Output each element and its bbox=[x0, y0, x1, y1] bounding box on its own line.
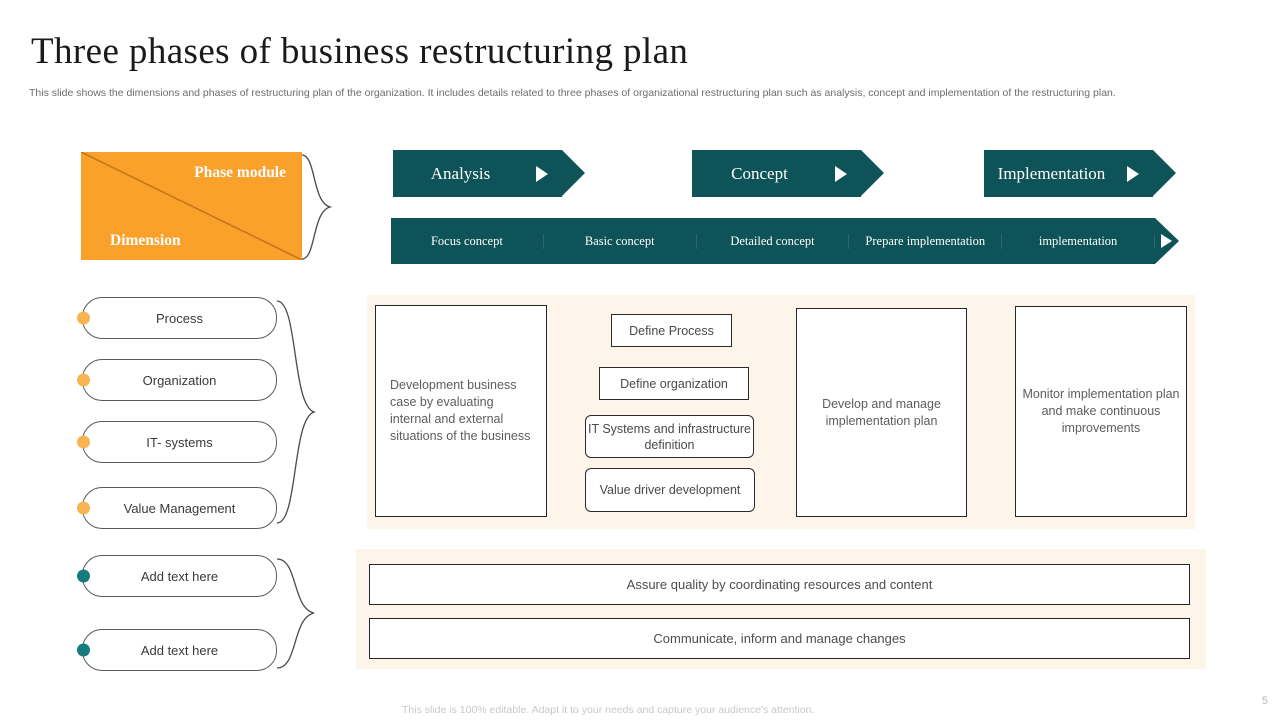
bullet-dot-icon bbox=[77, 311, 90, 325]
dimension-pill-label: IT- systems bbox=[146, 434, 213, 450]
concept-item-it-systems[interactable]: IT Systems and infrastructure definition bbox=[585, 415, 754, 458]
phase-module-dimension-box: Phase module Dimension bbox=[81, 152, 302, 260]
phase-arrow-analysis[interactable]: Analysis bbox=[393, 150, 585, 197]
dimension-pill-it-systems[interactable]: IT- systems bbox=[77, 421, 277, 463]
cross-phase-bar-assure-quality: Assure quality by coordinating resources… bbox=[369, 564, 1190, 605]
sub-phase-bar: Focus concept Basic concept Detailed con… bbox=[391, 218, 1179, 264]
phase-arrow-label: Implementation bbox=[997, 163, 1106, 183]
phase-arrow-label: Analysis bbox=[430, 163, 491, 183]
concept-item-define-process[interactable]: Define Process bbox=[611, 314, 732, 347]
dimension-pill-label: Value Management bbox=[123, 500, 236, 516]
sub-phase-focus-concept[interactable]: Focus concept bbox=[391, 233, 544, 249]
dimension-pill-value-management[interactable]: Value Management bbox=[77, 487, 277, 529]
dimension-label: Dimension bbox=[110, 232, 181, 249]
cross-phase-bar-communicate: Communicate, inform and manage changes bbox=[369, 618, 1190, 659]
monitor-plan-box: Monitor implementation plan and make con… bbox=[1015, 306, 1187, 517]
page-title: Three phases of business restructuring p… bbox=[31, 31, 689, 72]
play-triangle-icon bbox=[1127, 165, 1139, 182]
arrow-tip-shape bbox=[1153, 150, 1176, 196]
sub-phase-implementation[interactable]: implementation bbox=[1002, 233, 1155, 249]
dimension-pill-label: Add text here bbox=[140, 642, 219, 658]
page-number: 5 bbox=[1261, 695, 1268, 707]
sub-phase-detailed-concept[interactable]: Detailed concept bbox=[697, 233, 850, 249]
arrow-tip-shape bbox=[562, 150, 585, 196]
bullet-dot-icon bbox=[77, 501, 90, 515]
play-triangle-icon bbox=[835, 165, 847, 182]
dimension-pill-add-text-1[interactable]: Add text here bbox=[77, 555, 277, 597]
phase-arrow-concept[interactable]: Concept bbox=[692, 150, 884, 197]
diagonal-divider-icon bbox=[81, 152, 302, 260]
bullet-dot-icon bbox=[77, 643, 90, 657]
play-triangle-icon bbox=[1161, 234, 1172, 248]
footer-note: This slide is 100% editable. Adapt it to… bbox=[402, 704, 815, 716]
dimension-pill-process[interactable]: Process bbox=[77, 297, 277, 339]
page-subtitle: This slide shows the dimensions and phas… bbox=[29, 87, 1116, 99]
dimension-pill-label: Organization bbox=[142, 372, 217, 388]
develop-plan-box: Develop and manage implementation plan bbox=[796, 308, 967, 517]
arrow-tip-shape bbox=[861, 150, 884, 196]
bullet-dot-icon bbox=[77, 569, 90, 583]
concept-item-define-organization[interactable]: Define organization bbox=[599, 367, 749, 400]
bullet-dot-icon bbox=[77, 373, 90, 387]
dimensions-brace-icon bbox=[276, 300, 317, 524]
dimension-pill-add-text-2[interactable]: Add text here bbox=[77, 629, 277, 671]
analysis-description-box: Development business case by evaluating … bbox=[375, 305, 547, 517]
dimension-pill-organization[interactable]: Organization bbox=[77, 359, 277, 401]
play-triangle-icon bbox=[536, 165, 548, 182]
phase-arrow-implementation[interactable]: Implementation bbox=[984, 150, 1176, 197]
phase-arrow-label: Concept bbox=[731, 163, 788, 183]
extra-dimensions-brace-icon bbox=[276, 558, 315, 669]
concept-item-value-driver[interactable]: Value driver development bbox=[585, 468, 755, 512]
bullet-dot-icon bbox=[77, 435, 90, 449]
phase-module-brace-icon bbox=[301, 154, 333, 260]
phase-module-label: Phase module bbox=[194, 164, 286, 181]
dimension-pill-label: Process bbox=[156, 310, 203, 326]
dimension-pill-label: Add text here bbox=[140, 568, 219, 584]
sub-phase-basic-concept[interactable]: Basic concept bbox=[544, 233, 697, 249]
sub-phase-prepare-implementation[interactable]: Prepare implementation bbox=[849, 233, 1003, 249]
